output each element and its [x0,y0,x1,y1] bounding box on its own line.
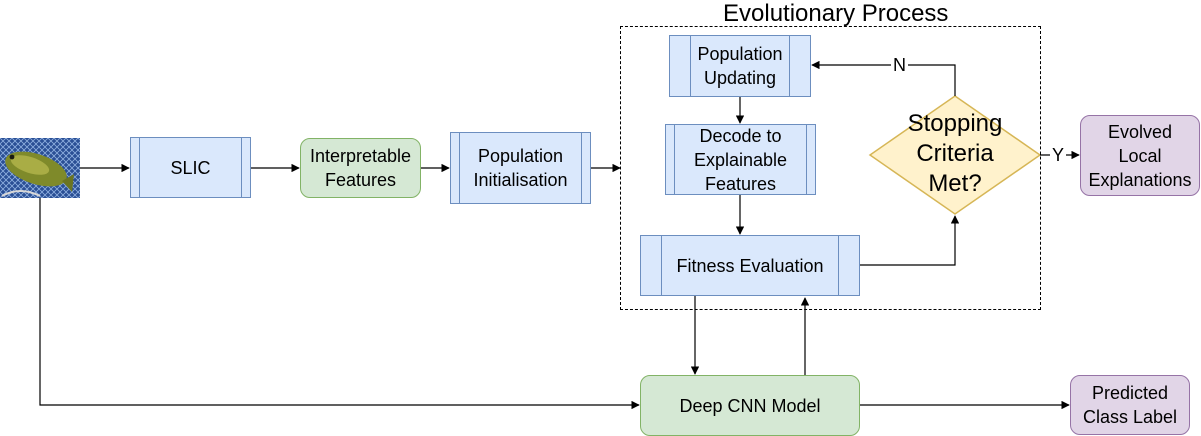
interpretable-features-node: Interpretable Features [300,138,421,198]
edge-label-no: N [891,55,908,75]
edge-label-yes: Y [1050,145,1067,165]
input-fish-image [0,138,80,198]
population-updating-node: Population Updating [669,35,811,97]
predicted-class-node: Predicted Class Label [1070,375,1190,435]
stopping-criteria-diamond [868,95,1042,215]
deep-cnn-node: Deep CNN Model [640,375,860,436]
arrow-image-to-cnn [39,198,640,410]
arrow-fitness-to-decision [860,215,960,266]
evolutionary-process-frame [620,26,1041,310]
fitness-evaluation-node: Fitness Evaluation [640,235,860,296]
arrow-decision-no-to-update [811,60,956,96]
population-initialisation-node: Population Initialisation [450,132,591,204]
evolved-explanations-node: Evolved Local Explanations [1080,115,1200,196]
evolutionary-process-title: Evolutionary Process [723,0,949,27]
slic-node: SLIC [130,137,251,198]
stopping-criteria-label: Stopping Criteria Met? [907,110,1003,197]
decode-node: Decode to Explainable Features [665,124,816,195]
